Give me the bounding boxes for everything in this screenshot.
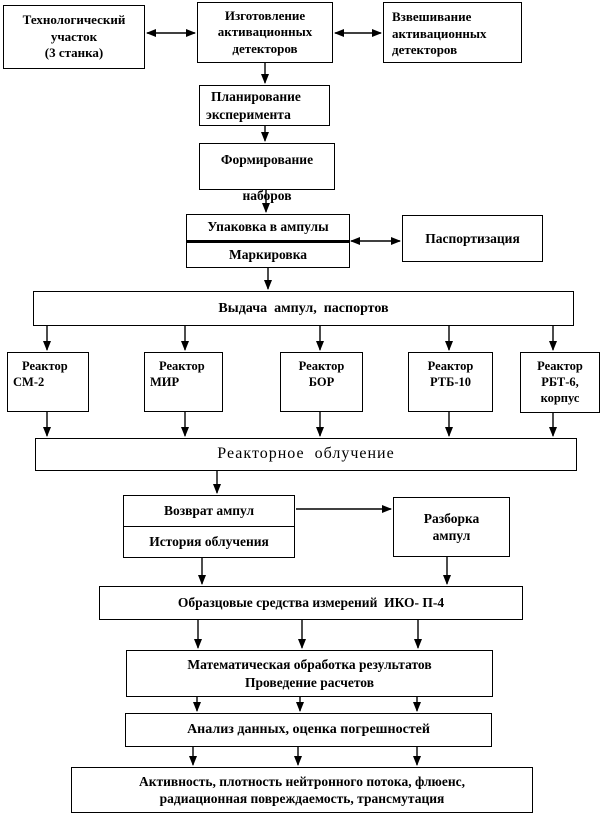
node-reactor-rbt6-label: Реактор РБТ-6, корпус <box>537 359 583 405</box>
node-marking-label: Маркировка <box>228 246 308 262</box>
node-forming: Формирование <box>199 143 335 190</box>
node-issue-label: Выдача ампул, паспортов <box>218 300 389 316</box>
node-reactor-sm2-label: Реактор СМ-2 <box>13 359 68 389</box>
node-reactor-rbt6: Реактор РБТ-6, корпус <box>520 352 600 413</box>
node-results-label: Активность, плотность нейтронного потока… <box>139 773 465 806</box>
node-reactor-bor: Реактор БОР <box>280 352 363 412</box>
node-certification-label: Паспортизация <box>425 230 520 246</box>
node-tech-area-label: Технологический участок (3 станка) <box>22 12 126 61</box>
node-reactor-bor-label: Реактор БОР <box>298 359 345 389</box>
node-certification: Паспортизация <box>402 215 543 262</box>
node-packing: Упаковка в ампулы <box>187 215 349 240</box>
node-packing-marking: Упаковка в ампулы Маркировка <box>186 214 350 268</box>
node-packing-label: Упаковка в ампулы <box>207 219 329 235</box>
node-analysis-label: Анализ данных, оценка погрешностей <box>187 722 430 738</box>
node-disassembly-label: Разборка ампул <box>423 510 480 543</box>
node-planning: Планирование эксперимента <box>199 85 330 126</box>
node-reactor-rtb10-label: Реактор РТБ-10 <box>427 359 474 389</box>
node-marking: Маркировка <box>187 239 349 268</box>
node-return-label: Возврат ампул <box>163 503 255 518</box>
node-forming-overflow-label: наборов <box>242 188 292 203</box>
node-manufacture-label: Изготовление активационных детекторов <box>217 7 313 56</box>
node-return-history: Возврат ампул История облучения <box>123 495 295 558</box>
node-math-label: Математическая обработка результатов Про… <box>187 657 432 690</box>
node-history: История облучения <box>124 526 294 557</box>
node-reactor-mir-label: Реактор МИР <box>150 359 205 389</box>
node-planning-label: Планирование эксперимента <box>206 89 301 122</box>
node-irradiation: Реакторное облучение <box>35 438 577 471</box>
node-weighing-label: Взвешивание активационных детекторов <box>392 9 487 58</box>
node-return: Возврат ампул <box>124 496 294 526</box>
node-issue: Выдача ампул, паспортов <box>33 291 574 326</box>
node-history-label: История облучения <box>149 534 269 549</box>
node-standards-label: Образцовые средства измерений ИКО- П-4 <box>177 595 445 611</box>
node-forming-label: Формирование <box>220 152 314 167</box>
node-reactor-sm2: Реактор СМ-2 <box>7 352 89 412</box>
node-manufacture: Изготовление активационных детекторов <box>197 2 333 63</box>
node-math: Математическая обработка результатов Про… <box>126 650 493 697</box>
node-analysis: Анализ данных, оценка погрешностей <box>125 713 492 747</box>
node-weighing: Взвешивание активационных детекторов <box>383 2 522 63</box>
node-reactor-rtb10: Реактор РТБ-10 <box>408 352 493 412</box>
node-standards: Образцовые средства измерений ИКО- П-4 <box>99 586 523 620</box>
node-reactor-mir: Реактор МИР <box>144 352 223 412</box>
node-irradiation-label: Реакторное облучение <box>217 445 395 463</box>
node-results: Активность, плотность нейтронного потока… <box>71 767 533 813</box>
node-disassembly: Разборка ампул <box>393 497 510 557</box>
node-tech-area: Технологический участок (3 станка) <box>3 5 145 69</box>
